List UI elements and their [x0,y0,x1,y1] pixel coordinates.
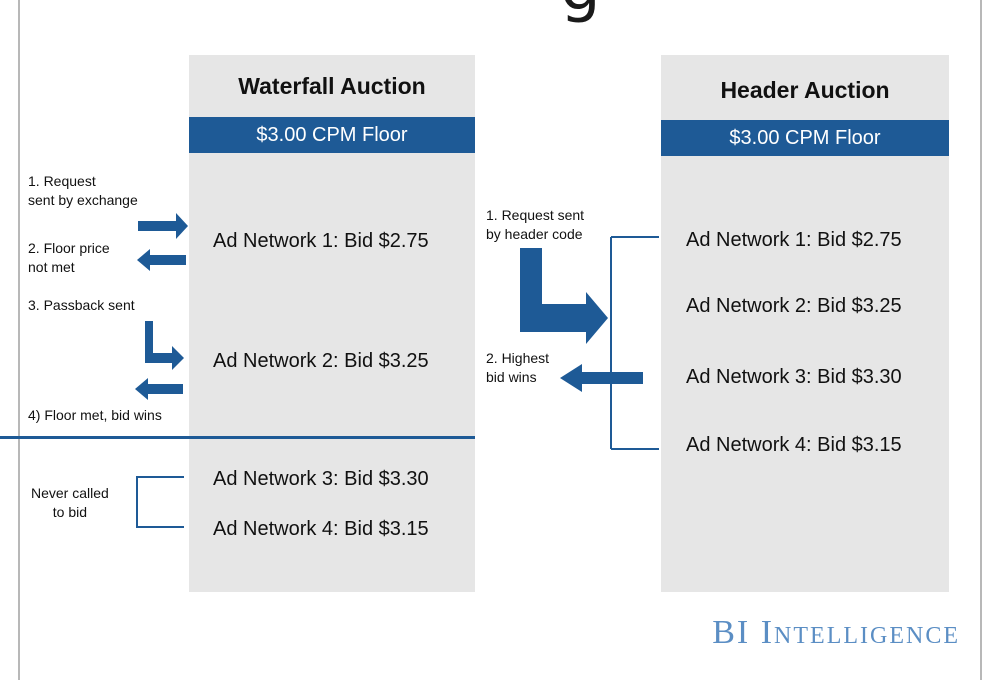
waterfall-note-passback: 3. Passback sent [28,297,135,313]
header-bid-4: Ad Network 4: Bid $3.15 [686,434,902,456]
arrow-header-request-elbow-icon [520,248,608,344]
arrow-highest-bid-left-icon [560,364,643,392]
header-bid-1: Ad Network 1: Bid $2.75 [686,229,902,251]
waterfall-note-floor-not-met: 2. Floor price not met [28,240,110,275]
header-note-request: 1. Request sent by header code [486,207,585,242]
arrow-request-right-icon [138,213,188,239]
arrow-passback-elbow-icon [145,321,184,370]
waterfall-title: Waterfall Auction [238,73,426,99]
waterfall-note-floor-met: 4) Floor met, bid wins [28,407,162,423]
waterfall-divider [0,436,475,439]
header-panel: Header Auction $3.00 CPM Floor Ad Networ… [661,55,949,592]
header-note-highest: 2. Highest bid wins [486,350,550,385]
never-called-bracket [136,476,184,528]
waterfall-bid-2: Ad Network 2: Bid $3.25 [213,350,429,372]
waterfall-note-never-called: Never called to bid [31,485,109,520]
arrow-floor-met-left-icon [135,378,183,400]
right-frame-line [980,0,982,680]
waterfall-bid-1: Ad Network 1: Bid $2.75 [213,230,429,252]
header-floor-bar: $3.00 CPM Floor [661,120,949,156]
header-bid-3: Ad Network 3: Bid $3.30 [686,366,902,388]
cropped-heading-glyph: g [560,0,601,20]
header-bid-2: Ad Network 2: Bid $3.25 [686,295,902,317]
arrow-floor-not-met-left-icon [137,249,186,271]
waterfall-bid-4: Ad Network 4: Bid $3.15 [213,518,429,540]
left-frame-line [18,0,20,680]
header-title: Header Auction [720,77,890,103]
waterfall-note-request: 1. Request sent by exchange [28,173,138,208]
waterfall-bid-3: Ad Network 3: Bid $3.30 [213,468,429,490]
bi-intelligence-logo: BI Intelligence [712,614,960,651]
waterfall-floor-bar: $3.00 CPM Floor [189,117,475,153]
waterfall-panel: Waterfall Auction $3.00 CPM Floor Ad Net… [0,55,475,592]
